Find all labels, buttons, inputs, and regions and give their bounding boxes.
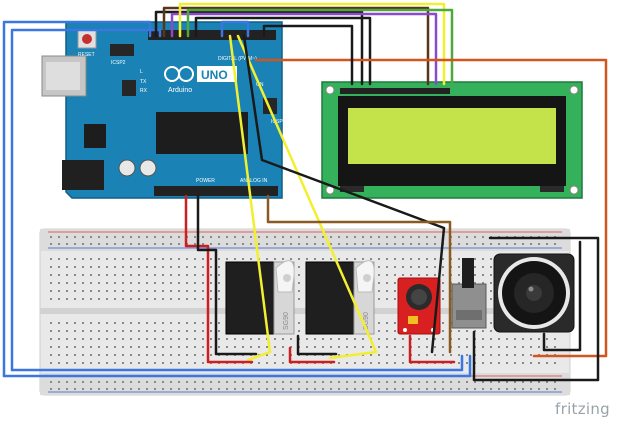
servo-right: SG90: [305, 260, 375, 335]
wire-red: [184, 194, 254, 364]
rx-label: RX: [140, 88, 148, 94]
analog-label: ANALOG IN: [240, 178, 268, 184]
power-analog-header: [154, 186, 278, 196]
microphone-module: [397, 277, 441, 335]
digital-label: DIGITAL (PWM~): [218, 56, 257, 62]
digital-header: [148, 30, 276, 40]
led-l-label: L: [140, 69, 143, 75]
wire-black: [472, 236, 600, 382]
speaker: [493, 253, 575, 333]
servo-left: SG90: [225, 260, 295, 335]
lcd-screen: [348, 108, 556, 164]
wire-black: [242, 34, 446, 354]
wire-black: [154, 10, 364, 86]
wire-red: [288, 346, 336, 364]
servo-right-model-label: SG90: [363, 312, 370, 330]
wire-yellow: [228, 34, 272, 362]
fritzing-logo: fritzing: [555, 400, 610, 418]
wire-black: [296, 334, 338, 356]
wire-red: [408, 334, 456, 364]
wire-blue: [2, 354, 472, 378]
wire-brown: [162, 6, 430, 86]
power-label: POWER: [196, 178, 215, 184]
wire-blue: [10, 354, 464, 372]
reset-label: RESET: [78, 52, 95, 58]
servo-left-model-label: SG90: [283, 312, 290, 330]
reset-button-cap: [82, 34, 92, 44]
wire-blue: [10, 28, 162, 372]
wire-brown: [266, 194, 452, 354]
wire-black: [196, 194, 258, 356]
arduino-logo: Arduino UNO: [164, 66, 237, 94]
wire-blue: [220, 20, 250, 38]
uno-label: UNO: [201, 68, 228, 82]
wire-green: [186, 8, 454, 86]
wire-yellow: [236, 34, 378, 360]
arduino-board: RESET ICSP2 L TX RX Arduino UNO ON ICSP …: [41, 21, 283, 199]
potentiometer: [451, 258, 487, 329]
wire-black: [194, 16, 372, 86]
wire-purple: [170, 12, 438, 86]
lcd-display: [321, 81, 583, 199]
wiring: [2, 2, 608, 382]
tx-label: TX: [140, 79, 147, 85]
wire-orange: [254, 58, 608, 358]
icsp2-label: ICSP2: [111, 60, 126, 66]
wire-black: [262, 24, 354, 86]
wire-black: [542, 240, 582, 352]
wire-yellow: [178, 2, 446, 86]
power-jack: [62, 160, 104, 190]
arduino-brand-label: Arduino: [168, 87, 192, 94]
icsp-label: ICSP: [271, 119, 283, 125]
microcontroller-chip: [156, 112, 248, 154]
